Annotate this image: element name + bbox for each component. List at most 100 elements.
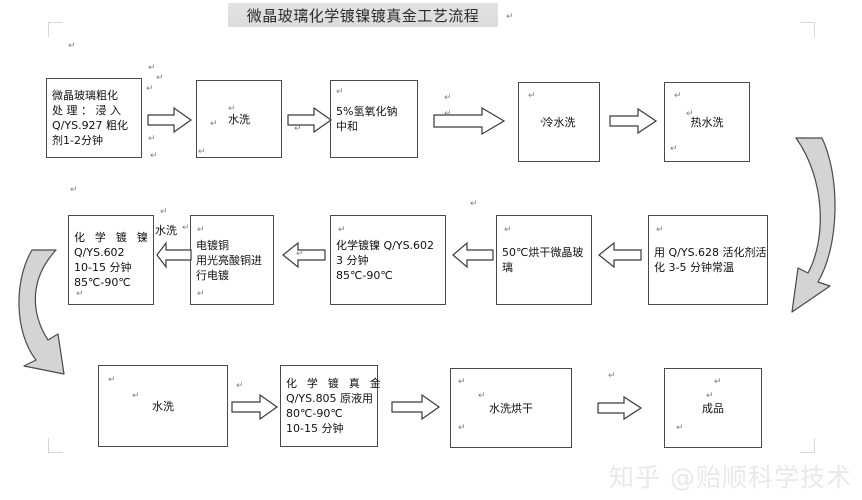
node-line: 85℃-90℃	[74, 276, 131, 289]
node-line: 10-15 分钟	[286, 422, 344, 435]
node-line: 用 Q/YS.628 活化剂活	[654, 246, 767, 259]
node-line: 化 学 镀 镍	[74, 231, 151, 244]
watermark: 知乎 @贻顺科学技术	[609, 463, 852, 492]
page-corner-mark-bottom-right	[800, 438, 815, 453]
arrow-nickel3-to-copper	[282, 241, 326, 269]
paragraph-mark: ↵	[182, 223, 190, 233]
paragraph-mark: ↵	[146, 84, 154, 94]
node-line: 化 3-5 分钟常温	[654, 261, 734, 274]
node-electroless-nickel-main[interactable]: 化 学 镀 镍 Q/YS.602 10-15 分钟 85℃-90℃	[68, 215, 154, 305]
arrow-gold-to-washdry	[391, 393, 441, 421]
paragraph-mark: ↵	[236, 381, 244, 391]
node-line: 璃	[502, 261, 513, 274]
page-corner-mark-top-left	[48, 22, 63, 37]
node-wash-and-dry[interactable]: 水洗烘干	[450, 368, 572, 448]
node-rinse-2[interactable]: 水洗	[98, 365, 228, 447]
paragraph-mark: ↵	[160, 207, 168, 217]
paragraph-mark: ↵	[478, 391, 486, 401]
paragraph-mark: ↵	[444, 93, 452, 103]
node-line: 3 分钟	[336, 253, 369, 267]
paragraph-mark: ↵	[528, 91, 536, 101]
paragraph-mark: ↵	[458, 377, 466, 387]
node-line: 化 学 镀 真 金	[286, 377, 384, 390]
node-line: 用光亮酸铜进	[196, 253, 262, 267]
node-rinse-1[interactable]: 水洗	[196, 80, 282, 158]
node-line: 热水洗	[690, 115, 724, 129]
node-naoh-neutralize[interactable]: 5%氢氧化钠 中和	[330, 80, 418, 158]
paragraph-mark: ↵	[338, 225, 346, 235]
arrow-coldwash-to-hotwash	[609, 107, 658, 135]
edge-label-wash: 水洗	[155, 224, 177, 237]
paragraph-mark: ↵	[674, 91, 682, 101]
node-gold-plating[interactable]: 化 学 镀 真 金 Q/YS.805 原液用 80℃-90℃ 10-15 分钟	[280, 365, 384, 447]
node-line: 冷水洗	[542, 115, 576, 129]
paragraph-mark: ↵	[70, 185, 78, 195]
paragraph-mark: ↵	[540, 117, 548, 127]
page-corner-mark-bottom-left	[48, 438, 63, 453]
paragraph-mark: ↵	[197, 289, 205, 299]
node-electroless-nickel-3min[interactable]: 化学镀镍 Q/YS.602 3 分钟 85℃-90℃	[330, 215, 446, 305]
paragraph-mark: ↵	[108, 375, 116, 385]
arrow-washdry-to-finished	[597, 395, 643, 421]
diagram-title-text: 微晶玻璃化学镀镍镀真金工艺流程	[246, 6, 480, 25]
node-line: 电镀铜	[196, 238, 229, 252]
node-line: 5%氢氧化钠	[336, 105, 398, 118]
node-dry-50c[interactable]: 50℃烘干微晶玻 璃	[496, 215, 592, 305]
paragraph-mark: ↵	[686, 109, 694, 119]
paragraph-mark: ↵	[148, 63, 156, 73]
node-copper-electroplating[interactable]: 电镀铜 用光亮酸铜进 行电镀	[190, 215, 274, 305]
arrow-dry-to-nickel3	[452, 241, 494, 269]
paragraph-mark: ↵	[504, 225, 512, 235]
paragraph-mark: ↵	[608, 371, 616, 381]
node-line: 行电镀	[196, 268, 229, 282]
node-line: 水洗烘干	[489, 401, 533, 415]
node-line: 80℃-90℃	[286, 407, 343, 420]
curved-arrow-row2-to-row3	[6, 248, 86, 376]
node-line: 处 理 ： 浸 入	[52, 104, 121, 117]
paragraph-mark: ↵	[444, 109, 452, 119]
paragraph-mark: ↵	[506, 12, 514, 22]
paragraph-mark: ↵	[76, 289, 84, 299]
paragraph-mark: ↵	[132, 391, 140, 401]
paragraph-mark: ↵	[294, 124, 302, 134]
node-line: Q/YS.927 粗化	[52, 119, 129, 132]
paragraph-mark: ↵	[228, 104, 236, 114]
paragraph-mark: ↵	[470, 199, 478, 209]
paragraph-mark: ↵	[210, 119, 218, 129]
arrow-activation-to-dry	[598, 241, 642, 269]
node-hot-water-wash[interactable]: 热水洗	[664, 82, 750, 162]
paragraph-mark: ↵	[156, 73, 164, 83]
paragraph-mark: ↵	[458, 423, 466, 433]
paragraph-mark: ↵	[656, 225, 664, 235]
node-cold-water-wash[interactable]: 冷水洗	[518, 82, 600, 162]
paragraph-mark: ↵	[150, 151, 158, 161]
paragraph-mark: ↵	[148, 134, 156, 144]
diagram-title: 微晶玻璃化学镀镍镀真金工艺流程	[228, 3, 498, 27]
node-activation[interactable]: 用 Q/YS.628 活化剂活 化 3-5 分钟常温	[648, 215, 768, 305]
node-line: 成品	[702, 401, 724, 415]
arrow-copper-to-nickel	[156, 241, 192, 269]
paragraph-mark: ↵	[296, 249, 304, 259]
node-line: 微晶玻璃粗化	[52, 89, 118, 102]
arrow-rinse1-to-naoh	[287, 106, 333, 134]
node-line: 中和	[336, 120, 358, 133]
arrow-naoh-to-coldwash	[433, 106, 506, 136]
node-line: 水洗	[228, 112, 250, 126]
node-line: Q/YS.805 原液用	[286, 392, 374, 405]
paragraph-mark: ↵	[197, 225, 205, 235]
arrow-rinse2-to-gold	[231, 393, 279, 421]
page-corner-mark-top-right	[800, 22, 815, 37]
node-line: 50℃烘干微晶玻	[502, 246, 584, 259]
node-line: 10-15 分钟	[74, 261, 132, 274]
paragraph-mark: ↵	[198, 147, 206, 157]
curved-arrow-row1-to-row2	[778, 136, 854, 314]
paragraph-mark: ↵	[670, 144, 678, 154]
paragraph-mark: ↵	[336, 87, 344, 97]
paragraph-mark: ↵	[676, 423, 684, 433]
paragraph-mark: ↵	[706, 391, 714, 401]
paragraph-mark: ↵	[714, 377, 722, 387]
node-roughen[interactable]: 微晶玻璃粗化 处 理 ： 浸 入 Q/YS.927 粗化 剂1-2分钟	[46, 78, 142, 158]
node-line: 剂1-2分钟	[52, 134, 103, 147]
node-finished-product[interactable]: 成品	[664, 368, 762, 448]
